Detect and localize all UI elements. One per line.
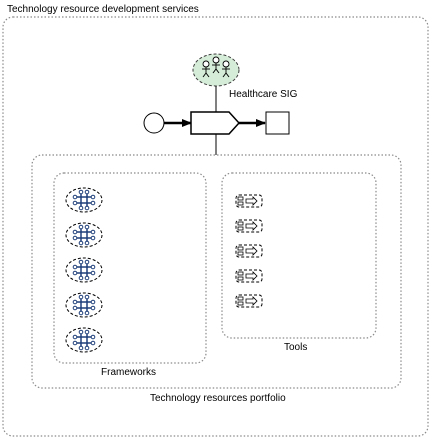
group-of-people-icon bbox=[202, 56, 230, 78]
process-step-arrow-box[interactable] bbox=[190, 111, 241, 135]
tools-group-border bbox=[221, 172, 377, 339]
portfolio-group-label: Technology resources portfolio bbox=[150, 393, 286, 404]
outer-group-border bbox=[2, 16, 429, 437]
tool-component-icon[interactable] bbox=[235, 194, 263, 208]
frameworks-items bbox=[65, 187, 103, 353]
framework-network-icon[interactable] bbox=[65, 327, 103, 353]
outer-group-label: Technology resource development services bbox=[7, 4, 199, 15]
tool-component-icon[interactable] bbox=[235, 244, 263, 258]
tool-component-icon[interactable] bbox=[235, 269, 263, 283]
end-state-square[interactable] bbox=[265, 111, 290, 135]
framework-network-icon[interactable] bbox=[65, 257, 103, 283]
framework-network-icon[interactable] bbox=[65, 187, 103, 213]
role-label: Healthcare SIG bbox=[229, 89, 298, 100]
tools-items bbox=[235, 194, 263, 308]
role-icon-group[interactable] bbox=[192, 53, 240, 87]
framework-network-icon[interactable] bbox=[65, 292, 103, 318]
frameworks-group-border bbox=[53, 172, 207, 364]
framework-network-icon[interactable] bbox=[65, 222, 103, 248]
frameworks-group-label: Frameworks bbox=[101, 367, 157, 378]
tools-group-label: Tools bbox=[284, 342, 308, 353]
portfolio-group-border bbox=[31, 154, 402, 389]
start-event-circle[interactable] bbox=[143, 112, 165, 134]
tool-component-icon[interactable] bbox=[235, 219, 263, 233]
tool-component-icon[interactable] bbox=[235, 294, 263, 308]
